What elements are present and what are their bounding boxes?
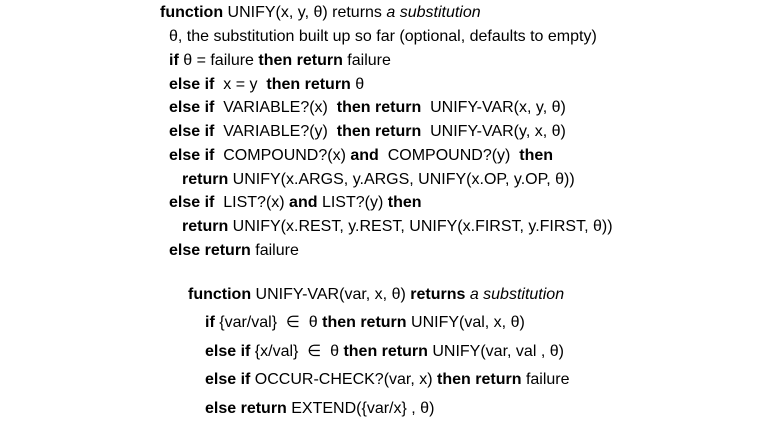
keyword: if <box>169 52 179 69</box>
keyword: else if <box>169 194 215 211</box>
keyword: function <box>160 4 224 21</box>
unify-var-x-check-line: else if {x/val} ∈ θ then return UNIFY(va… <box>205 342 564 362</box>
unify-var-var-check-line: if {var/val} ∈ θ then return UNIFY(val, … <box>205 313 525 333</box>
unify-else-failure-line: else return failure <box>169 241 299 261</box>
unify-compound-return-line: return UNIFY(x.ARGS, y.ARGS, UNIFY(x.OP,… <box>182 170 575 190</box>
keyword: then <box>519 147 554 164</box>
keyword: then return <box>336 123 422 140</box>
code-text: COMPOUND?(y) <box>378 147 520 164</box>
code-text: UNIFY-VAR(y, x, θ) <box>421 123 566 140</box>
keyword: returns <box>410 286 466 303</box>
code-text: UNIFY(x, y, θ) returns <box>223 4 387 21</box>
keyword: function <box>188 286 252 303</box>
keyword: else if <box>205 343 251 360</box>
keyword: else return <box>169 242 251 259</box>
code-text: failure <box>250 242 299 259</box>
code-text: UNIFY(var, val , θ) <box>427 343 564 360</box>
unify-var-signature-line: function UNIFY-VAR(var, x, θ) returns a … <box>188 285 564 305</box>
code-text: failure <box>521 371 570 388</box>
code-text: UNIFY-VAR(var, x, θ) <box>251 286 411 303</box>
code-text: x = y <box>214 76 267 93</box>
code-text: VARIABLE?(y) <box>214 123 337 140</box>
code-text: LIST?(x) <box>214 194 290 211</box>
return-type: a substitution <box>386 4 481 21</box>
keyword: and <box>350 147 379 164</box>
keyword: return <box>182 218 229 235</box>
keyword: if <box>205 314 215 331</box>
code-text: UNIFY-VAR(x, y, θ) <box>421 99 566 116</box>
keyword: then return <box>266 76 351 93</box>
code-text: failure <box>342 52 391 69</box>
keyword: else if <box>205 371 251 388</box>
keyword: then return <box>322 314 407 331</box>
unify-list-return-line: return UNIFY(x.REST, y.REST, UNIFY(x.FIR… <box>182 217 613 237</box>
unify-equal-check-line: else if x = y then return θ <box>169 75 364 95</box>
unify-var-occur-check-line: else if OCCUR-CHECK?(var, x) then return… <box>205 370 570 390</box>
keyword: else return <box>205 400 287 417</box>
keyword: return <box>182 171 229 188</box>
keyword: and <box>289 194 318 211</box>
unify-signature-line: function UNIFY(x, y, θ) returns a substi… <box>160 3 481 23</box>
code-text: UNIFY(val, x, θ) <box>406 314 525 331</box>
unify-variable-x-line: else if VARIABLE?(x) then return UNIFY-V… <box>169 98 566 118</box>
unify-list-check-line: else if LIST?(x) and LIST?(y) then <box>169 193 422 213</box>
code-text: θ = failure <box>178 52 259 69</box>
code-text: UNIFY(x.REST, y.REST, UNIFY(x.FIRST, y.F… <box>228 218 613 235</box>
unify-compound-check-line: else if COMPOUND?(x) and COMPOUND?(y) th… <box>169 146 553 166</box>
keyword: else if <box>169 123 215 140</box>
unify-var-extend-line: else return EXTEND({var/x} , θ) <box>205 399 434 419</box>
code-text: COMPOUND?(x) <box>214 147 351 164</box>
code-text: VARIABLE?(x) <box>214 99 337 116</box>
code-text: {var/val} ∈ θ <box>214 314 323 331</box>
keyword: then return <box>258 52 343 69</box>
unify-variable-y-line: else if VARIABLE?(y) then return UNIFY-V… <box>169 122 566 142</box>
keyword: then return <box>437 371 522 388</box>
unify-failure-check-line: if θ = failure then return failure <box>169 51 391 71</box>
code-text: {x/val} ∈ θ <box>250 343 344 360</box>
code-text: LIST?(y) <box>317 194 388 211</box>
code-text: EXTEND({var/x} , θ) <box>286 400 435 417</box>
unify-theta-comment-line: θ, the substitution built up so far (opt… <box>169 27 597 47</box>
return-type: a substitution <box>469 286 565 303</box>
keyword: else if <box>169 99 215 116</box>
code-text: θ, the substitution built up so far (opt… <box>169 28 597 45</box>
keyword: then return <box>343 343 428 360</box>
keyword: else if <box>169 147 215 164</box>
code-text: OCCUR-CHECK?(var, x) <box>250 371 438 388</box>
keyword: then return <box>336 99 422 116</box>
keyword: else if <box>169 76 215 93</box>
keyword: then <box>387 194 422 211</box>
code-text: θ <box>350 76 365 93</box>
code-text: UNIFY(x.ARGS, y.ARGS, UNIFY(x.OP, y.OP, … <box>228 171 575 188</box>
